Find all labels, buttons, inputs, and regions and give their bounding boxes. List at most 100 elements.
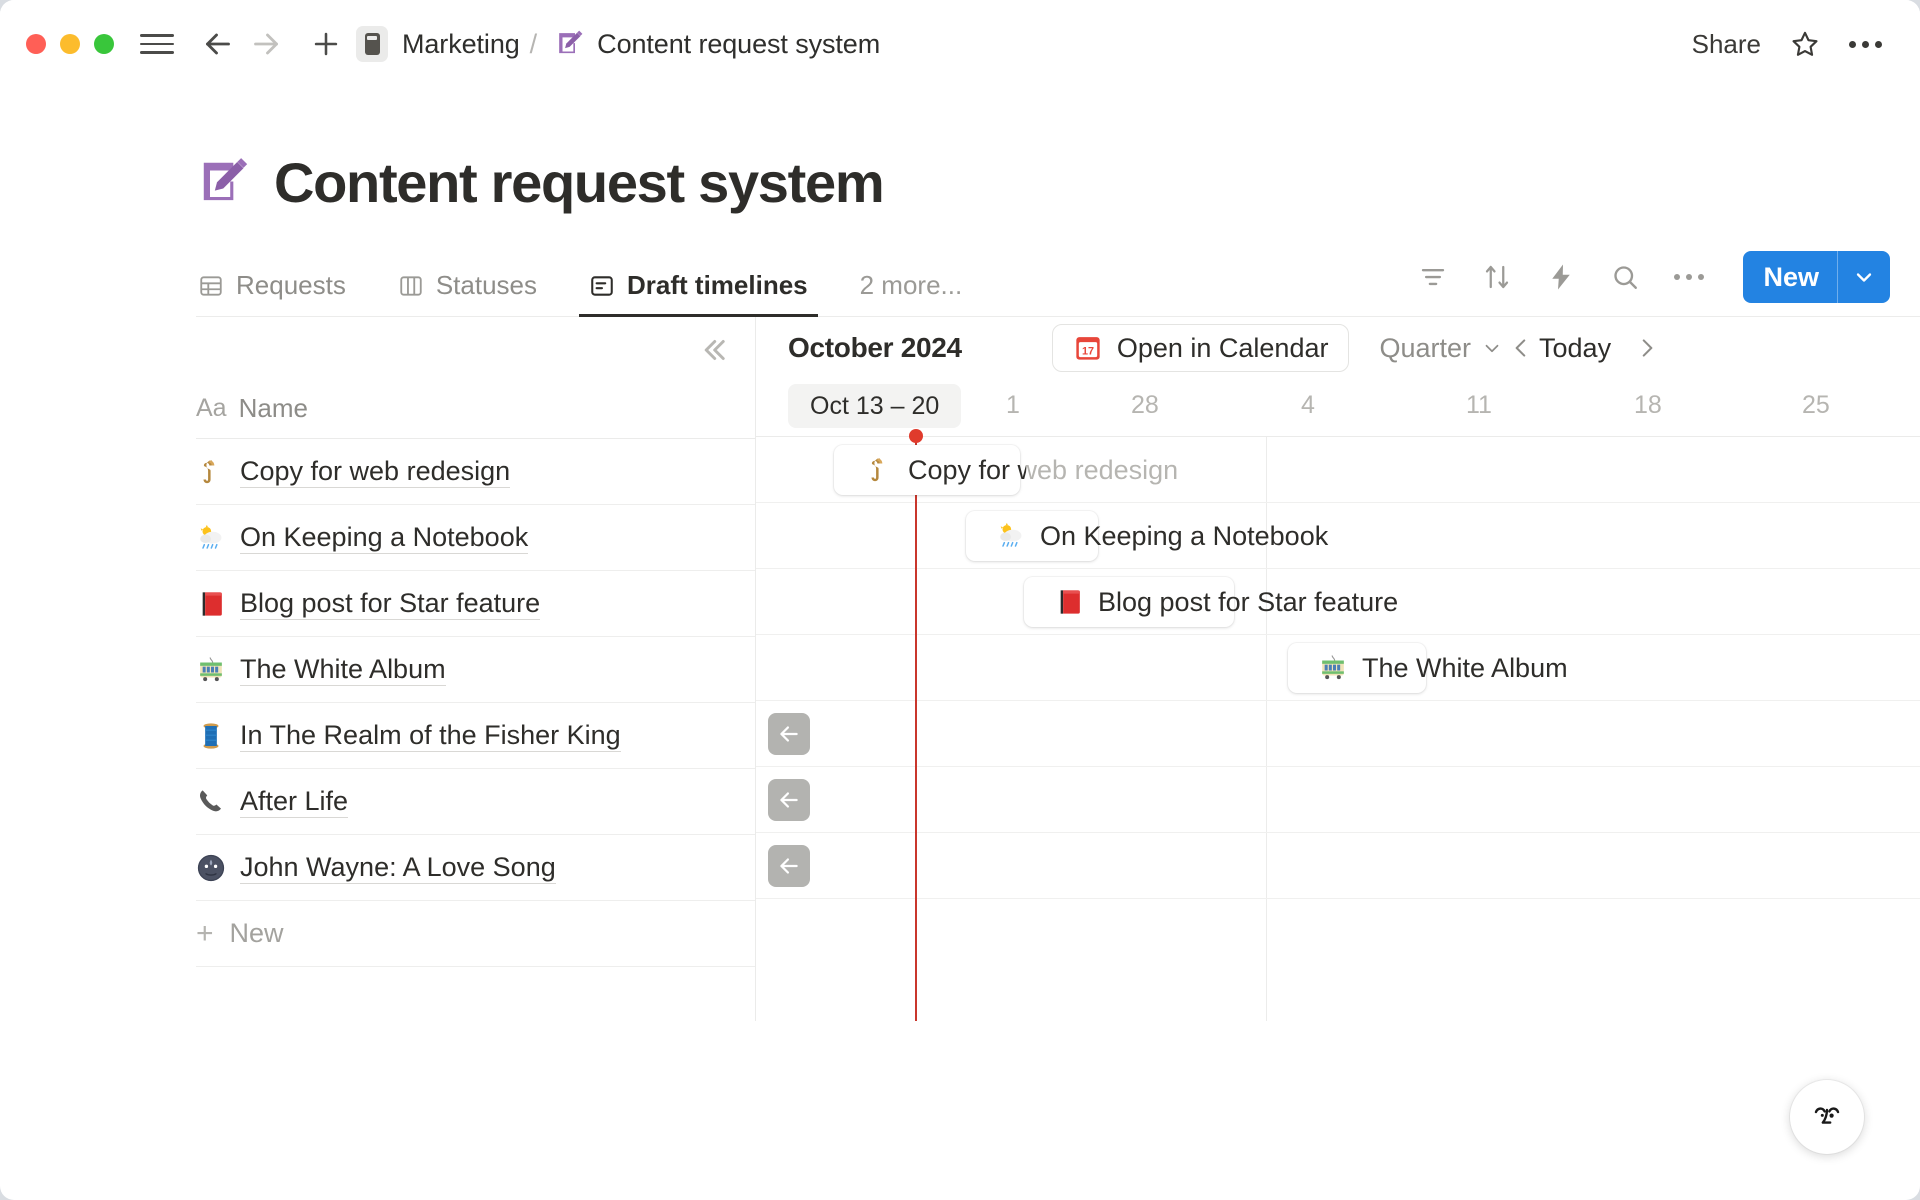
timeline-bar-label: The White Album (1362, 652, 1568, 683)
list-item-name: John Wayne: A Love Song (240, 851, 556, 885)
new-button-group: New (1743, 251, 1890, 303)
telephone-receiver-icon (200, 789, 221, 811)
list-item-name: In The Realm of the Fisher King (240, 719, 621, 753)
share-button[interactable]: Share (1691, 28, 1761, 59)
list-item-name: Blog post for Star feature (240, 587, 541, 621)
hook-icon (203, 459, 215, 483)
arrow-left-icon (780, 726, 798, 742)
filter-icon[interactable] (1417, 261, 1449, 293)
timeline-ruler[interactable]: Oct 13 – 20 1 28 4 11 18 25 (756, 379, 1920, 437)
today-marker-line (909, 429, 923, 1021)
column-header-name[interactable]: Aa Name (196, 379, 755, 439)
page-title-row: Content request system (0, 88, 1920, 215)
svg-text:17: 17 (1082, 345, 1094, 357)
breadcrumb-parent[interactable]: Marketing (402, 28, 520, 59)
title-bar: Marketing / Content request system Share (0, 0, 1920, 88)
list-item[interactable]: In The Realm of the Fisher King (196, 703, 755, 769)
tab-statuses[interactable]: Statuses (396, 270, 553, 317)
ruler-divider (756, 436, 1920, 437)
close-window-button[interactable] (26, 34, 46, 54)
today-button[interactable]: Today (1539, 332, 1612, 363)
previous-period-button[interactable] (1503, 330, 1539, 366)
timeline-bar[interactable]: Blog post for Star feature (1024, 577, 1414, 627)
ruler-tick: 18 (1634, 391, 1662, 419)
thread-icon (203, 722, 219, 749)
sidebar-toggle-icon[interactable] (140, 25, 178, 63)
timeline-item-list: Aa Name Copy for web redesign On Keeping… (196, 317, 756, 1021)
next-period-button[interactable] (1629, 330, 1665, 366)
calendar-icon: 17 (1076, 337, 1100, 360)
zoom-level-dropdown[interactable]: Quarter (1379, 333, 1503, 364)
scroll-to-item-button[interactable] (768, 845, 810, 887)
tab-requests[interactable]: Requests (196, 270, 362, 317)
tab-draft-timelines[interactable]: Draft timelines (579, 270, 824, 317)
new-dropdown-chevron-down-icon[interactable] (1838, 251, 1890, 303)
tab-label: Statuses (435, 270, 538, 300)
sort-icon[interactable] (1481, 261, 1513, 293)
page-title: Content request system (274, 151, 885, 214)
scroll-to-item-button[interactable] (768, 779, 810, 821)
chevron-down-icon (1485, 344, 1499, 353)
timeline-bar-card (1024, 577, 1234, 627)
notion-face-icon (1814, 1107, 1840, 1124)
arrow-left-icon (780, 858, 798, 874)
zoom-window-button[interactable] (94, 34, 114, 54)
open-in-calendar-button[interactable]: 17 Open in Calendar (1051, 324, 1350, 372)
zoom-level-label: Quarter (1379, 332, 1472, 363)
ruler-tick: 1 (1006, 391, 1020, 419)
forward-icon[interactable] (246, 24, 286, 64)
sun-behind-rain-cloud-icon (200, 524, 222, 549)
breadcrumb-current[interactable]: Content request system (597, 28, 881, 59)
timeline-row (756, 635, 1920, 701)
text-type-icon: Aa (196, 394, 227, 422)
new-list-item-button[interactable]: + New (196, 901, 755, 967)
new-button[interactable]: New (1763, 261, 1819, 292)
ruler-tick: 11 (1466, 391, 1492, 419)
help-button[interactable] (1790, 1080, 1864, 1154)
search-icon[interactable] (1609, 261, 1641, 293)
hook-icon (871, 458, 883, 482)
database-icon[interactable] (356, 26, 388, 62)
timeline-row (756, 701, 1920, 767)
collapse-list-icon[interactable] (695, 331, 733, 369)
new-list-item-label: New (229, 918, 284, 949)
view-toolbar: New (1417, 251, 1890, 317)
list-item[interactable]: After Life (196, 769, 755, 835)
memo-icon (203, 157, 248, 200)
timeline-bar[interactable]: On Keeping a Notebook (966, 511, 1344, 561)
timeline-bar-card (1288, 643, 1426, 693)
list-item[interactable]: Blog post for Star feature (196, 571, 755, 637)
timeline-row (756, 569, 1920, 635)
back-icon[interactable] (198, 24, 238, 64)
lightning-icon[interactable] (1545, 261, 1577, 293)
timeline-canvas[interactable]: October 2024 17 Open in Calendar Quarter (756, 317, 1920, 1021)
minimize-window-button[interactable] (60, 34, 80, 54)
selected-range-pill: Oct 13 – 20 (788, 384, 962, 428)
timeline-bar-card (834, 445, 1020, 495)
plus-icon: + (196, 916, 214, 950)
list-item[interactable]: On Keeping a Notebook (196, 505, 755, 571)
list-item[interactable]: Copy for web redesign (196, 439, 755, 505)
today-marker-dot (909, 429, 923, 443)
timeline-bar-card (966, 511, 1098, 561)
timeline-header: October 2024 17 Open in Calendar Quarter (756, 317, 1920, 379)
scroll-to-item-button[interactable] (768, 713, 810, 755)
favorite-star-icon[interactable] (1789, 28, 1821, 60)
new-page-icon[interactable] (306, 24, 346, 64)
view-more-icon[interactable] (1673, 261, 1705, 293)
timeline-bar[interactable]: Copy for web redesign (834, 445, 1194, 495)
traffic-lights (26, 34, 114, 54)
timeline-bar-label: On Keeping a Notebook (1040, 520, 1329, 551)
page-more-icon[interactable] (1849, 40, 1882, 48)
tram-car-icon (1322, 655, 1344, 680)
timeline-bar[interactable]: The White Album (1288, 643, 1584, 693)
list-item[interactable]: The White Album (196, 637, 755, 703)
new-button-divider (1837, 251, 1838, 303)
list-item[interactable]: John Wayne: A Love Song (196, 835, 755, 901)
breadcrumb-separator: / (529, 28, 538, 59)
open-in-calendar-label: Open in Calendar (1116, 332, 1329, 363)
tab-more[interactable]: 2 more... (858, 270, 979, 317)
timeline-icon (591, 275, 613, 296)
timeline-bar-label: Copy for web redesign (908, 454, 1179, 485)
